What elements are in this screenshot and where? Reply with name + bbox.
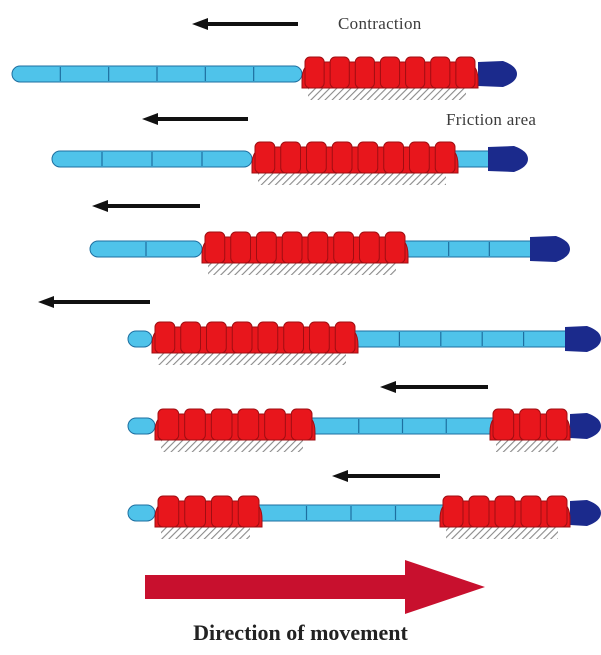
head (488, 146, 528, 172)
worm-stage-5 (127, 408, 601, 452)
worm-stage-1 (11, 56, 517, 100)
head (570, 500, 601, 526)
friction-area (308, 88, 466, 100)
friction-area (208, 263, 396, 275)
thin-body-segment (127, 417, 156, 435)
thin-body-segment (353, 330, 570, 348)
head (570, 413, 601, 439)
worm-stage-4 (127, 321, 601, 365)
worm-stage-3 (89, 231, 570, 275)
friction-area (161, 440, 303, 452)
friction-area (496, 440, 558, 452)
friction-area (446, 527, 558, 539)
head (565, 326, 601, 352)
friction-area (161, 527, 250, 539)
worm-stage-6 (127, 495, 601, 539)
thin-body-segment (127, 504, 156, 522)
friction-area-label: Friction area (446, 110, 537, 129)
thin-body-segment (453, 150, 493, 168)
head (530, 236, 570, 262)
contraction-arrow-1 (192, 18, 298, 30)
contraction-arrow-5 (380, 381, 488, 393)
contraction-label: Contraction (338, 14, 422, 33)
head (478, 61, 517, 87)
friction-area (158, 353, 346, 365)
direction-arrow (145, 560, 485, 614)
thin-body-segment (403, 240, 535, 258)
worm-stage-2 (51, 141, 528, 185)
direction-of-movement-label: Direction of movement (193, 620, 408, 645)
contraction-arrow-3 (92, 200, 200, 212)
contraction-arrow-2 (142, 113, 248, 125)
contraction-arrow-6 (332, 470, 440, 482)
contraction-arrow-4 (38, 296, 150, 308)
friction-area (258, 173, 446, 185)
thin-body-segment (127, 330, 153, 348)
